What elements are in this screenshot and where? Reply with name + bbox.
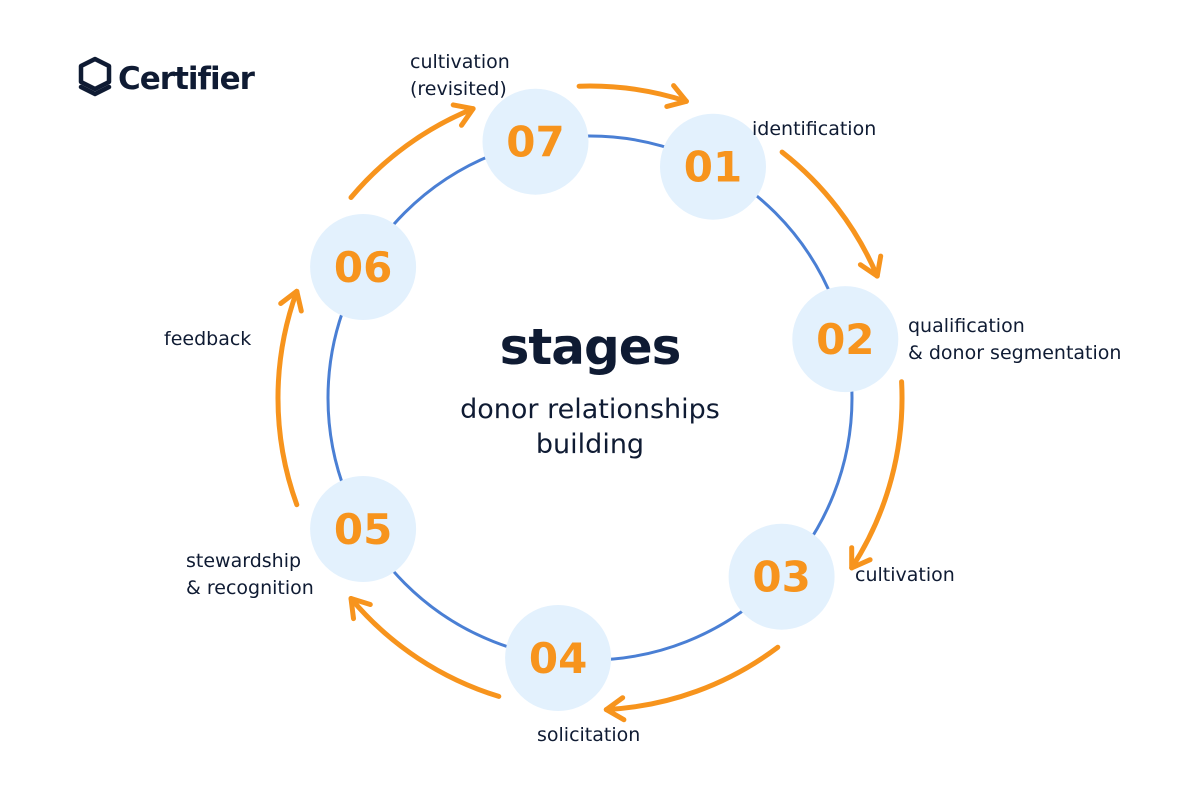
flow-arrow-shaft — [849, 379, 905, 571]
stage-number: 07 — [506, 118, 564, 167]
stage-label-line: qualification — [908, 315, 1025, 337]
stage-node-06: 06 — [310, 214, 417, 320]
stage-label-line: identification — [752, 118, 877, 140]
stage-label-line: cultivation — [855, 564, 955, 586]
flow-arrow — [348, 596, 502, 699]
brand-name: Certifier — [118, 61, 255, 97]
stage-label-02: qualification & donor segmentation — [908, 313, 1121, 367]
stage-node-07: 07 — [482, 88, 589, 195]
flow-arrow-shaft — [348, 596, 502, 699]
flow-arrow — [779, 149, 884, 279]
center-title: stages — [499, 318, 682, 376]
flow-arrow-shaft — [348, 106, 476, 200]
flow-arrowhead — [450, 102, 476, 128]
stage-number: 02 — [816, 315, 874, 364]
stage-label-line: stewardship — [186, 550, 302, 572]
stage-label-line: (revisited) — [410, 78, 507, 100]
flow-arrowhead — [603, 695, 627, 723]
certifier-shield-icon — [78, 56, 112, 97]
arrows-layer — [275, 83, 905, 723]
stage-label-line: & donor segmentation — [908, 342, 1122, 364]
stage-label-06: feedback — [164, 326, 251, 353]
stage-number: 05 — [334, 505, 392, 554]
stage-node-circle — [728, 523, 835, 630]
flow-arrow — [275, 288, 304, 508]
flow-arrowhead — [849, 545, 873, 571]
flow-arrowhead — [278, 288, 304, 314]
flow-arrow-shaft — [603, 644, 781, 713]
stage-node-05: 05 — [310, 476, 417, 582]
stage-node-01: 01 — [660, 113, 766, 220]
stage-node-circle — [792, 286, 899, 393]
nodes-layer: 01 02 03 04 05 06 07 — [310, 88, 899, 711]
flow-arrow — [603, 644, 781, 723]
stage-label-line: cultivation — [410, 51, 510, 73]
stage-label-07: cultivation (revisited) — [410, 49, 510, 103]
flow-arrowhead — [348, 596, 373, 622]
stage-number: 06 — [334, 243, 392, 292]
flow-arrow — [348, 102, 476, 200]
stage-node-circle — [310, 476, 417, 582]
flow-arrow-shaft — [275, 288, 300, 508]
flow-arrowhead — [857, 253, 884, 279]
stage-node-04: 04 — [505, 605, 612, 711]
stage-number: 01 — [684, 143, 742, 192]
stage-node-circle — [505, 605, 612, 711]
flow-arrow-shaft — [576, 83, 689, 104]
flow-arrowhead — [664, 83, 689, 109]
stage-label-03: cultivation — [855, 562, 955, 589]
center-subtitle-line-2: building — [535, 429, 645, 460]
stage-node-03: 03 — [728, 523, 835, 630]
stage-label-line: solicitation — [537, 724, 641, 746]
stage-node-02: 02 — [792, 286, 899, 393]
stage-node-circle — [310, 214, 417, 320]
stage-node-circle — [660, 113, 766, 220]
stage-label-04: solicitation — [537, 722, 640, 749]
stage-label-line: & recognition — [186, 577, 314, 599]
stage-label-line: feedback — [164, 328, 252, 350]
brand-logo: Certifier — [78, 56, 255, 102]
center-subtitle: donor relationships building — [400, 392, 780, 462]
stage-number: 04 — [529, 634, 587, 683]
flow-arrow — [849, 379, 905, 571]
center-subtitle-line-1: donor relationships — [460, 394, 720, 425]
stage-node-circle — [482, 88, 589, 195]
stage-label-01: identification — [752, 116, 876, 143]
flow-arrow-shaft — [779, 149, 880, 279]
stage-label-05: stewardship & recognition — [186, 548, 314, 602]
stage-number: 03 — [752, 553, 810, 602]
flow-arrow — [576, 83, 689, 109]
